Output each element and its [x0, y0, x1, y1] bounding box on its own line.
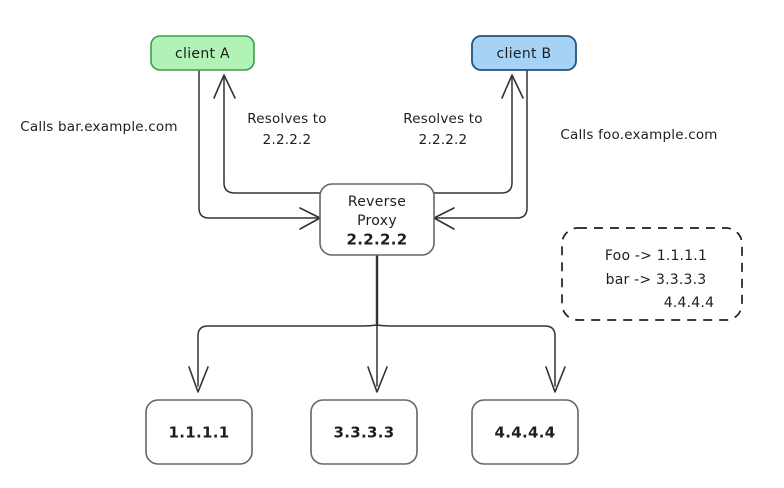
node-backend-2-shape [310, 399, 418, 465]
edge-label-resolves-right-line2: 2.2.2.2 [419, 132, 468, 148]
node-backend-1-label: 1.1.1.1 [169, 424, 230, 442]
edge-proxy-to-backend-3 [376, 324, 556, 387]
node-reverse-proxy-label-line3: 2.2.2.2 [347, 231, 408, 249]
node-client-a-label: client A [175, 46, 230, 62]
note-dns-records-shape [561, 227, 743, 321]
node-reverse-proxy-shape [319, 183, 435, 256]
node-backend-1-shape [145, 399, 253, 465]
node-client-b[interactable]: client B [471, 35, 577, 71]
edge-label-calls-bar: Calls bar.example.com [20, 119, 177, 135]
node-client-b-shape [471, 35, 577, 71]
edge-proxy-to-client-a [223, 77, 321, 194]
node-backend-3-shape [471, 399, 579, 465]
arrow-head-backend-1 [188, 366, 209, 393]
edge-label-resolves-right-line1: Resolves to [403, 111, 483, 127]
node-reverse-proxy-label-line2: Proxy [357, 213, 397, 229]
note-line-1: Foo -> 1.1.1.1 [605, 248, 707, 264]
edge-label-resolves-left-line1: Resolves to [247, 111, 327, 127]
node-client-a-shape [150, 35, 255, 71]
edge-label-calls-foo: Calls foo.example.com [560, 127, 717, 143]
edge-proxy-to-backend-1 [197, 324, 378, 387]
node-client-a[interactable]: client A [150, 35, 255, 71]
node-backend-3[interactable]: 4.4.4.4 [471, 399, 579, 465]
arrow-head-backend-2 [367, 366, 388, 393]
arrow-head-backend-3 [545, 366, 566, 393]
node-backend-2-label: 3.3.3.3 [334, 424, 395, 442]
note-line-2: bar -> 3.3.3.3 [606, 272, 707, 288]
node-backend-2[interactable]: 3.3.3.3 [310, 399, 418, 465]
edge-client-a-to-proxy [198, 69, 319, 219]
edge-proxy-to-client-b [433, 77, 513, 194]
node-client-b-label: client B [497, 46, 552, 62]
arrow-head-proxy-to-client-b [501, 74, 524, 99]
node-reverse-proxy[interactable]: Reverse Proxy 2.2.2.2 [319, 183, 435, 256]
node-backend-1[interactable]: 1.1.1.1 [145, 399, 253, 465]
arrow-head-proxy-to-client-a [213, 74, 236, 99]
edge-client-b-to-proxy [435, 69, 528, 219]
edge-label-resolves-left-line2: 2.2.2.2 [263, 132, 312, 148]
node-reverse-proxy-label-line1: Reverse [348, 194, 406, 210]
node-backend-3-label: 4.4.4.4 [495, 424, 556, 442]
note-dns-records: Foo -> 1.1.1.1 bar -> 3.3.3.3 4.4.4.4 [561, 227, 743, 321]
note-line-3: 4.4.4.4 [664, 295, 714, 311]
